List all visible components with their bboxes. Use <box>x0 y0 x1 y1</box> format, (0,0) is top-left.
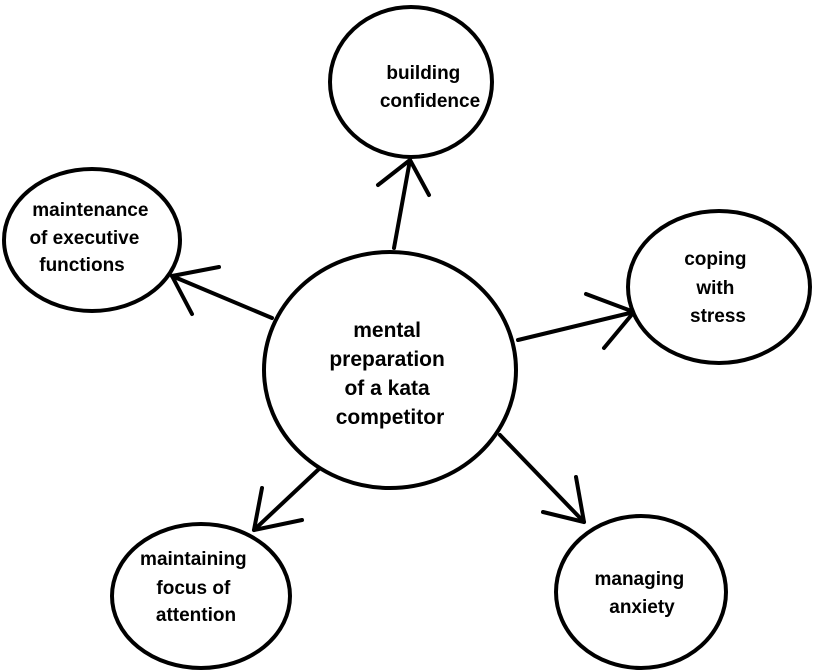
node-label: building confidence <box>380 63 480 112</box>
node-label-line: managing <box>594 569 684 590</box>
node-managing-anxiety: managing anxiety <box>554 514 728 670</box>
node-label-line: focus of <box>156 578 231 599</box>
node-label: maintaining focus of attention <box>140 549 252 626</box>
node-label-line: with <box>695 278 734 299</box>
node-label: coping with stress <box>684 249 752 327</box>
center-label-line: mental <box>353 319 421 342</box>
center-circle <box>262 250 518 490</box>
node-circle <box>2 167 182 313</box>
node-circle <box>626 209 812 365</box>
arrow-to-coping-with-stress <box>516 292 636 350</box>
center-label: mental preparation of a kata competitor <box>329 319 450 429</box>
node-coping-with-stress: coping with stress <box>626 209 812 365</box>
center-label-line: preparation <box>329 348 445 371</box>
arrow-to-managing-anxiety <box>498 433 586 524</box>
center-label-line: competitor <box>336 406 445 429</box>
node-building-confidence: building confidence <box>328 5 494 159</box>
node-maintenance-of-executive-functions: maintenance of executive functions <box>2 167 182 313</box>
node-maintaining-focus-of-attention: maintaining focus of attention <box>110 522 292 670</box>
arrow-to-maintenance-executive <box>170 265 274 320</box>
node-label-line: functions <box>39 255 125 276</box>
center-node: mental preparation of a kata competitor <box>262 250 518 490</box>
node-circle <box>554 514 728 670</box>
node-label: managing anxiety <box>594 569 689 618</box>
node-label-line: confidence <box>380 91 480 112</box>
arrow-to-building-confidence <box>376 158 431 250</box>
node-circle <box>110 522 292 670</box>
node-label-line: of executive <box>29 228 139 249</box>
node-label-line: maintaining <box>140 549 247 570</box>
node-label: maintenance of executive functions <box>29 200 153 276</box>
node-label-line: building <box>386 63 460 84</box>
node-label-line: attention <box>156 605 236 626</box>
center-label-line: of a kata <box>344 377 430 400</box>
node-label-line: anxiety <box>609 597 675 618</box>
node-label-line: maintenance <box>32 200 148 221</box>
node-label-line: stress <box>690 306 746 327</box>
node-label-line: coping <box>684 249 746 270</box>
node-circle <box>328 5 494 159</box>
arrow-to-maintaining-focus <box>252 466 322 532</box>
